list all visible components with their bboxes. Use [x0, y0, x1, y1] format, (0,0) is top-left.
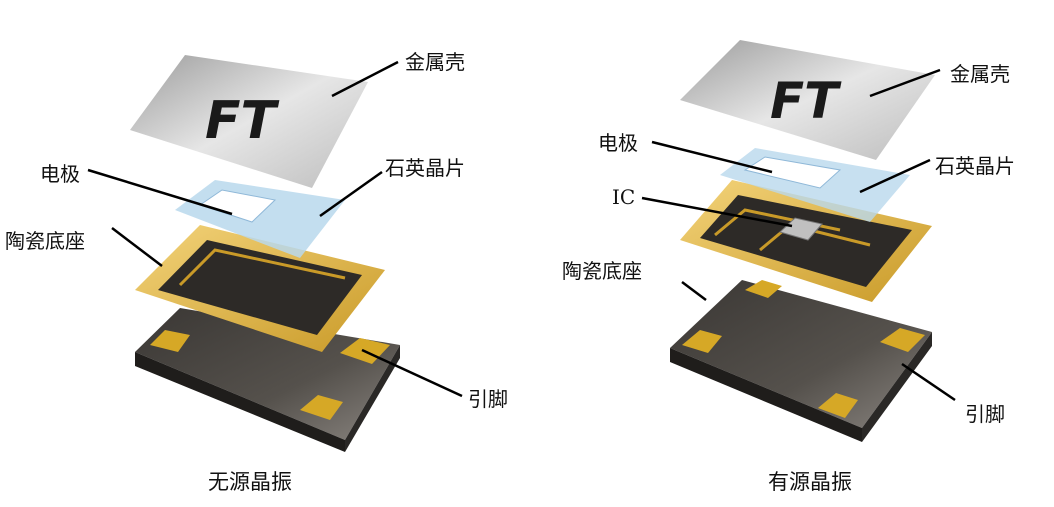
right-label-shell: 金属壳 [950, 62, 1010, 86]
left-ceramic-base [135, 225, 385, 352]
right-pin [682, 330, 722, 353]
left-lid-text: FT [205, 91, 280, 151]
left-pin [300, 395, 343, 420]
right-lid-text: FT [770, 72, 842, 130]
right-label-base: 陶瓷底座 [562, 259, 642, 283]
left-metal-shell: FT [130, 55, 368, 188]
right-pin [818, 393, 858, 418]
right-quartz [720, 148, 910, 222]
left-electrode [198, 189, 277, 223]
right-label-electrode: 电极 [598, 131, 638, 155]
right-pin [745, 280, 782, 298]
left-label-shell: 金属壳 [405, 50, 465, 74]
leader-lines [87, 60, 956, 402]
right-metal-shell: FT [680, 40, 935, 160]
left-label-electrode: 电极 [40, 162, 80, 186]
left-quartz [175, 180, 345, 258]
left-label-pins: 引脚 [468, 387, 508, 411]
right-label-pins: 引脚 [965, 402, 1005, 426]
right-label-quartz: 石英晶片 [935, 154, 1015, 178]
ic-chip [779, 217, 823, 241]
right-electrode [743, 156, 842, 189]
left-caption: 无源晶振 [208, 470, 292, 494]
left-label-quartz: 石英晶片 [385, 156, 465, 180]
left-pin [150, 330, 190, 352]
right-caption: 有源晶振 [768, 470, 852, 494]
right-package [670, 280, 932, 442]
right-label-ic: IC [612, 185, 636, 209]
left-label-base: 陶瓷底座 [5, 229, 85, 253]
right-pin [880, 328, 925, 352]
